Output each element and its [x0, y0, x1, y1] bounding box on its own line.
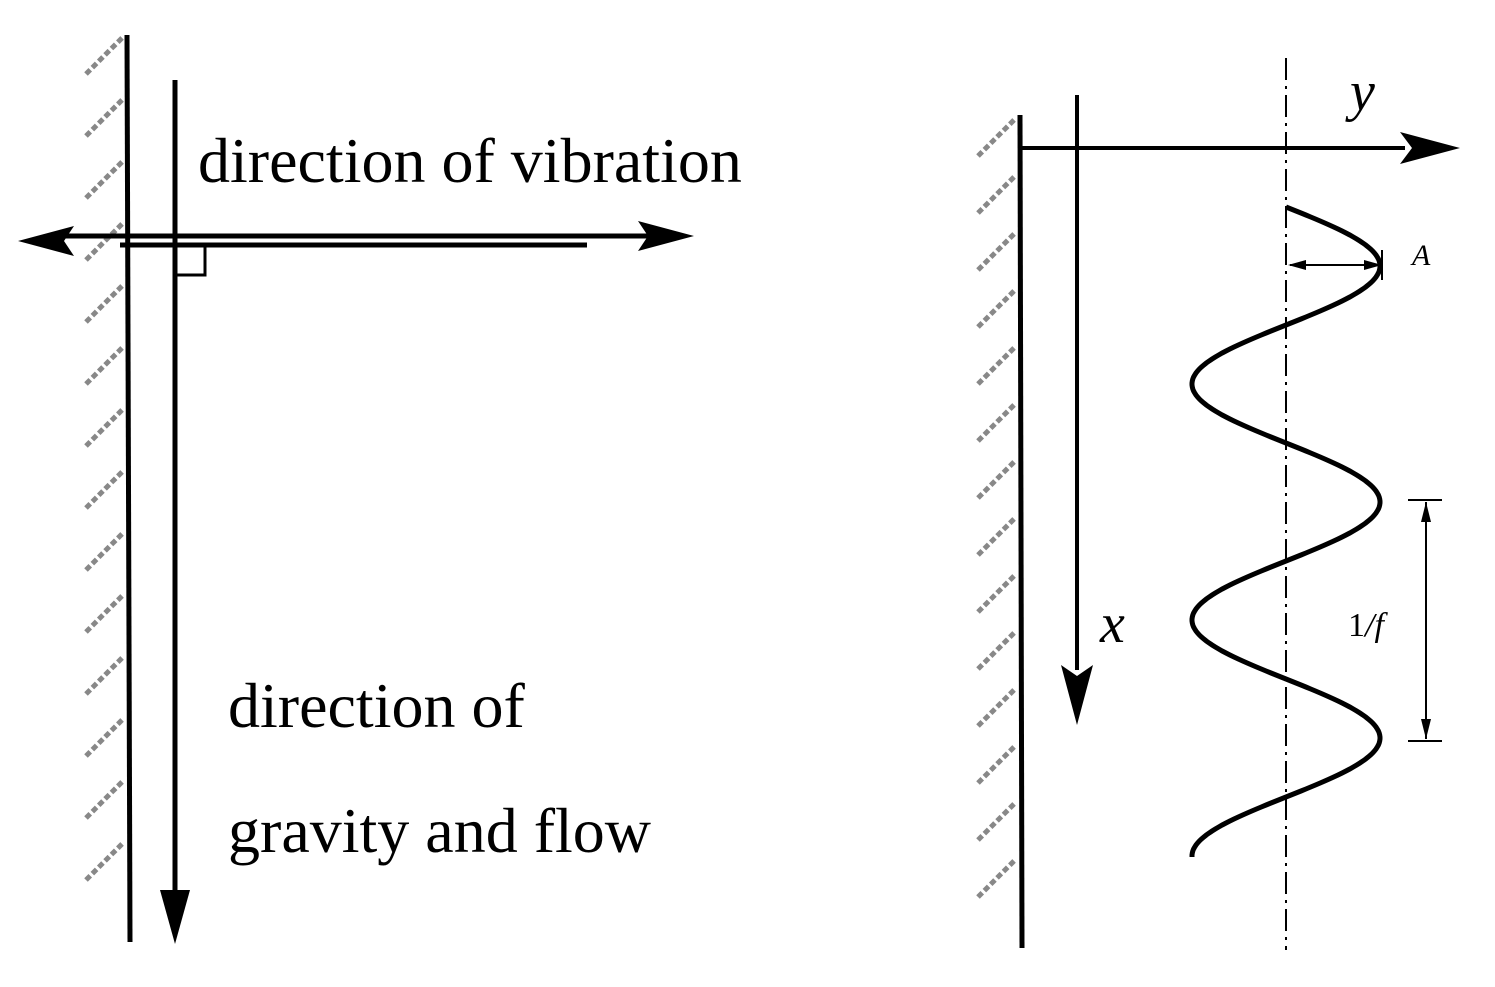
- hatch-mark: [84, 840, 126, 882]
- period-label-symbol: f: [1374, 607, 1388, 644]
- period-label-numerator: 1: [1348, 607, 1365, 644]
- y-axis-label: y: [1345, 61, 1375, 123]
- period-label: 1/f: [1348, 607, 1388, 644]
- hatch-mark: [84, 34, 126, 76]
- wall-left: [124, 34, 133, 943]
- hatch-mark: [976, 629, 1018, 671]
- hatch-mark: [84, 344, 126, 386]
- hatch-mark: [84, 778, 126, 820]
- hatch-mark: [976, 116, 1018, 158]
- y-axis-arrowhead: [1400, 132, 1460, 164]
- hatch-mark: [84, 282, 126, 324]
- hatch-mark: [976, 401, 1018, 443]
- right-panel: y x A 1/f: [976, 58, 1460, 950]
- period-arrow-top: [1421, 502, 1431, 522]
- vibration-wave-curve: [1189, 204, 1383, 857]
- period-arrow-bottom: [1421, 719, 1431, 739]
- left-panel: direction of vibration direction of grav…: [18, 34, 742, 944]
- wall-hatching-left: [84, 34, 126, 882]
- period-label-slash: /: [1363, 607, 1378, 644]
- flow-direction-label-line2: gravity and flow: [228, 795, 651, 866]
- hatch-mark: [84, 158, 126, 200]
- flow-arrowhead: [160, 890, 190, 944]
- hatch-mark: [976, 572, 1018, 614]
- vibration-arrowhead-left: [18, 226, 74, 256]
- hatch-mark: [976, 173, 1018, 215]
- hatch-mark: [84, 406, 126, 448]
- wall-hatching-right: [976, 116, 1018, 899]
- vibration-arrowhead-right: [638, 221, 694, 251]
- hatch-mark: [976, 857, 1018, 899]
- x-axis-arrowhead: [1061, 665, 1093, 725]
- hatch-mark: [976, 458, 1018, 500]
- hatch-mark: [84, 96, 126, 138]
- hatch-mark: [976, 686, 1018, 728]
- hatch-mark: [84, 220, 126, 262]
- hatch-mark: [84, 592, 126, 634]
- hatch-mark: [976, 743, 1018, 785]
- hatch-mark: [84, 654, 126, 696]
- wall-right: [1017, 114, 1025, 949]
- hatch-mark: [84, 530, 126, 572]
- hatch-mark: [976, 287, 1018, 329]
- x-axis-label: x: [1099, 593, 1125, 655]
- hatch-mark: [976, 515, 1018, 557]
- vibration-direction-label: direction of vibration: [198, 125, 742, 196]
- amplitude-arrow-right: [1364, 260, 1382, 270]
- flow-direction-label-line1: direction of: [228, 670, 525, 741]
- amplitude-label: A: [1410, 239, 1431, 272]
- amplitude-arrow-left: [1288, 260, 1306, 270]
- hatch-mark: [84, 468, 126, 510]
- hatch-mark: [84, 716, 126, 758]
- right-angle-marker: [177, 247, 207, 277]
- hatch-mark: [976, 800, 1018, 842]
- hatch-mark: [976, 230, 1018, 272]
- hatch-mark: [976, 344, 1018, 386]
